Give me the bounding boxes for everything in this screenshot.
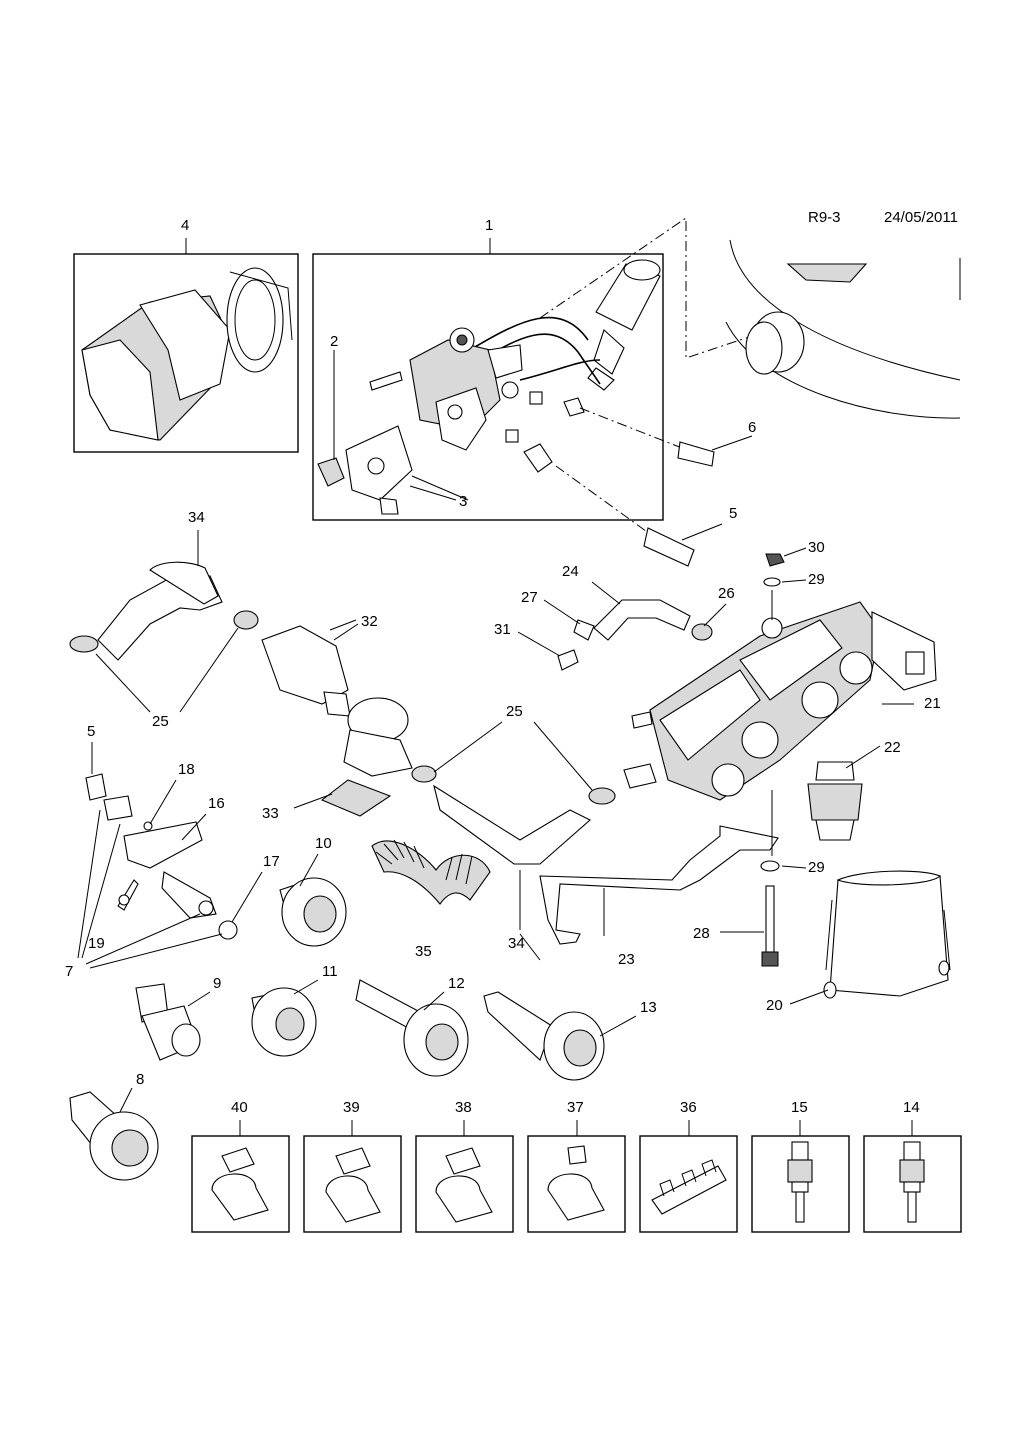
callout-36: 36 — [680, 1099, 697, 1116]
part-37-box — [527, 1120, 626, 1233]
callout-34-bottom: 34 — [508, 935, 525, 952]
part-4-box — [73, 238, 299, 453]
part-24-hose — [557, 599, 713, 671]
callout-23: 23 — [618, 951, 635, 968]
callout-16: 16 — [208, 795, 225, 812]
callout-31: 31 — [494, 621, 511, 638]
part-39-box — [303, 1120, 402, 1233]
callout-1: 1 — [485, 217, 493, 234]
part-14-box — [863, 1120, 962, 1233]
callout-22: 22 — [884, 739, 901, 756]
diagram-ref: R9-3 — [808, 209, 841, 226]
callout-9: 9 — [213, 975, 221, 992]
part-8-adapter — [69, 1091, 159, 1181]
part-34-upper-hose — [97, 530, 223, 661]
part-5-connector-top — [555, 465, 723, 567]
callout-26: 26 — [718, 585, 735, 602]
callout-29-bottom: 29 — [808, 859, 825, 876]
callout-leaders — [91, 475, 829, 1113]
callout-11: 11 — [322, 963, 338, 980]
callout-32: 32 — [361, 613, 378, 630]
part-21-injector-rail — [623, 601, 937, 801]
callout-25-right: 25 — [506, 703, 523, 720]
callout-8: 8 — [136, 1071, 144, 1088]
part-11-adapter — [251, 987, 317, 1057]
part-40-box — [191, 1120, 290, 1233]
callout-20: 20 — [766, 997, 783, 1014]
diagram-date: 24/05/2011 — [884, 209, 958, 226]
part-34-lower-hose — [411, 721, 616, 930]
callout-24: 24 — [562, 563, 579, 580]
part-10-adapter — [279, 877, 347, 947]
callout-5-top: 5 — [729, 505, 737, 522]
callout-29-top: 29 — [808, 571, 825, 588]
callout-7: 7 — [65, 963, 73, 980]
callout-13: 13 — [640, 999, 657, 1016]
part-16-valve — [77, 773, 238, 969]
part-38-box — [415, 1120, 514, 1233]
callout-15: 15 — [791, 1099, 808, 1116]
callout-12: 12 — [448, 975, 465, 992]
callout-3: 3 — [459, 493, 467, 510]
callout-2: 2 — [330, 333, 338, 350]
callout-25-left: 25 — [152, 713, 169, 730]
part-15-box — [751, 1120, 850, 1233]
callout-18: 18 — [178, 761, 195, 778]
callout-4: 4 — [181, 217, 189, 234]
callout-33: 33 — [262, 805, 279, 822]
part-28-29-30-fasteners — [720, 553, 785, 967]
part-6-connector — [579, 407, 753, 467]
part-35-corrugated-hose — [371, 839, 491, 905]
callout-39: 39 — [343, 1099, 360, 1116]
part-36-box — [639, 1120, 738, 1233]
callout-34-top: 34 — [188, 509, 205, 526]
gas-tank — [725, 239, 961, 419]
callout-35: 35 — [415, 943, 432, 960]
part-23-bracket — [539, 825, 779, 945]
callout-40: 40 — [231, 1099, 248, 1116]
part-13-adapter — [483, 991, 605, 1081]
callout-5-left: 5 — [87, 723, 95, 740]
callout-38: 38 — [455, 1099, 472, 1116]
callout-37: 37 — [567, 1099, 584, 1116]
part-12-adapter — [355, 979, 469, 1077]
part-1-box — [312, 217, 753, 521]
callout-17: 17 — [263, 853, 280, 870]
callout-21: 21 — [924, 695, 941, 712]
part-9-adapter — [135, 983, 201, 1061]
part-20-pouch — [823, 870, 951, 999]
callout-10: 10 — [315, 835, 332, 852]
part-22-injector — [807, 745, 881, 841]
part-25-clamp-left — [69, 610, 259, 713]
callout-14: 14 — [903, 1099, 920, 1116]
callout-30: 30 — [808, 539, 825, 556]
callout-27: 27 — [521, 589, 538, 606]
part-33-socket — [293, 697, 413, 817]
callout-19: 19 — [88, 935, 105, 952]
callout-28: 28 — [693, 925, 710, 942]
callout-6: 6 — [748, 419, 756, 436]
